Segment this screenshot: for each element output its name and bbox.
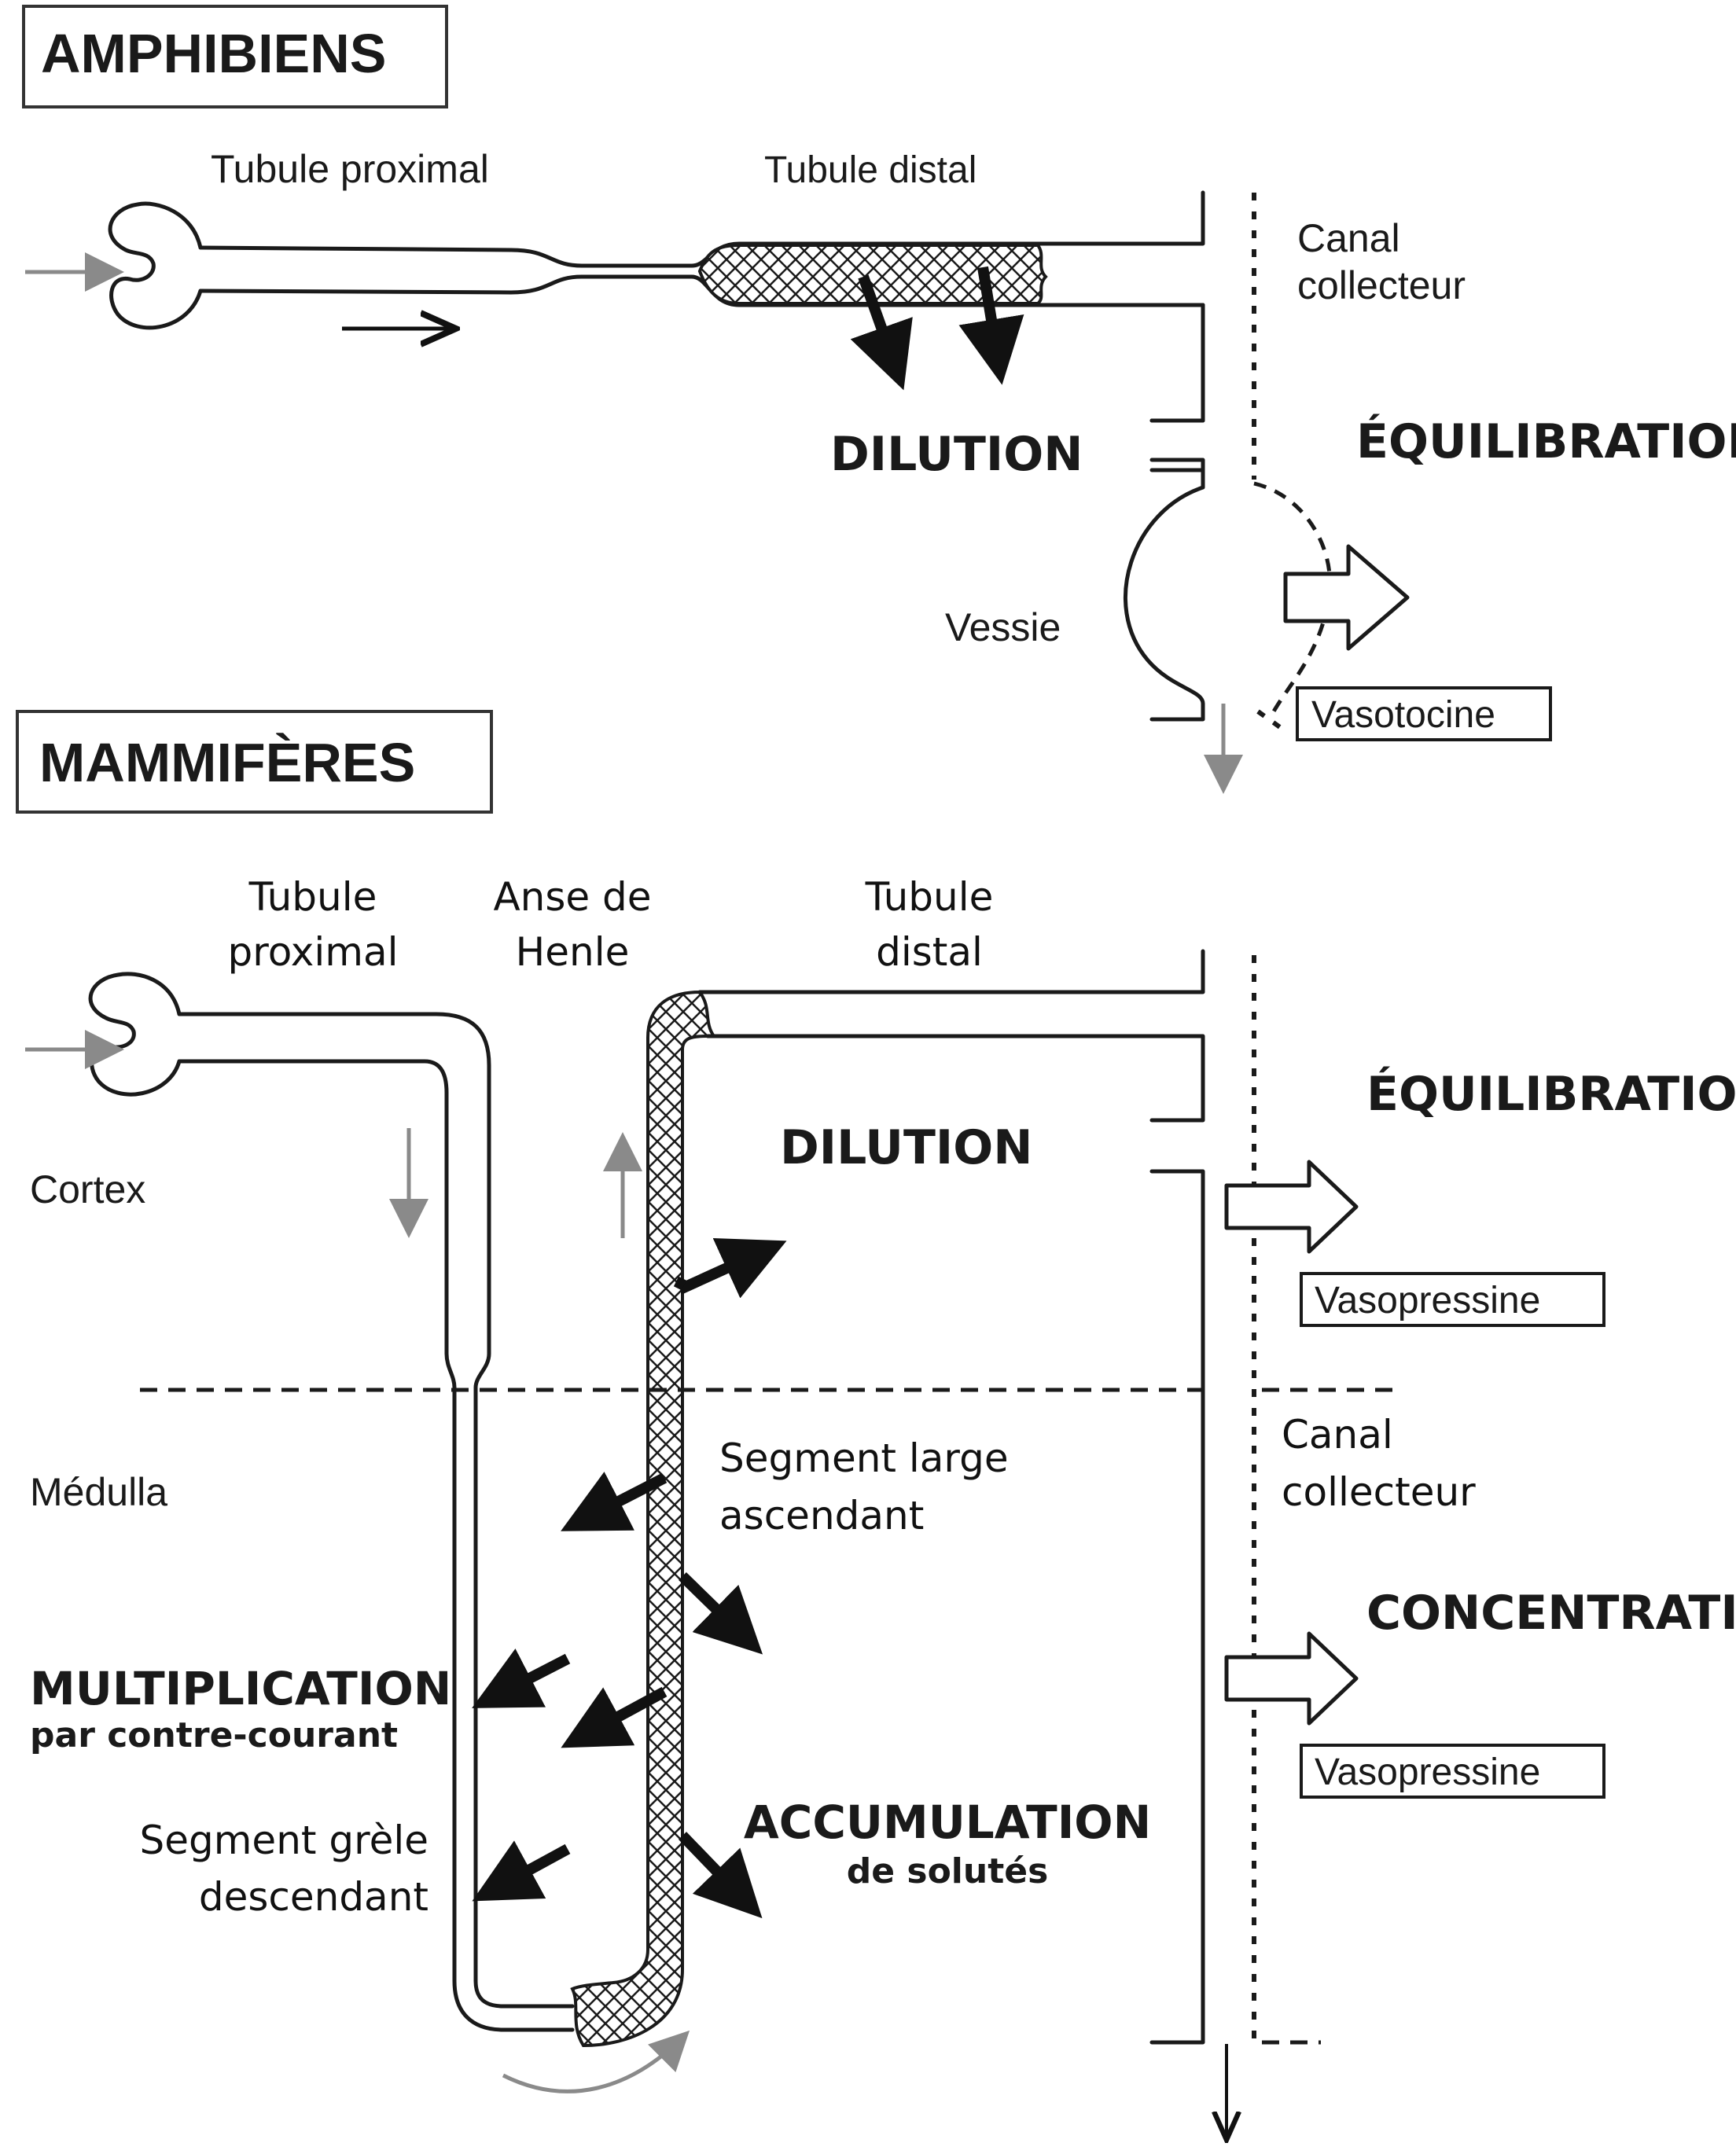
mammiferes-tubule-proximal-label-2: proximal [228, 929, 399, 975]
mammiferes-ascending-thick-limb [570, 990, 717, 2048]
multiplication-sub-label: par contre-courant [30, 1715, 398, 1755]
mammiferes-hormone-top-box [1300, 1272, 1605, 1327]
amphibiens-tubule-bottom-wall [198, 274, 1205, 423]
mammiferes-tubule-distal-label-2: distal [876, 929, 983, 975]
mammiferes-tubule-distal-label-1: Tubule [865, 874, 994, 920]
mammiferes-section: MAMMIFÈRES Tubule proximal Anse de Henle… [16, 710, 1736, 2137]
mammiferes-descending-limb-inner [177, 1059, 575, 2032]
solute-arrow-3 [679, 1571, 763, 1655]
mammiferes-concentration-arrow [1224, 1631, 1359, 1726]
amphibiens-equilibration-label: ÉQUILIBRATION [1356, 413, 1736, 469]
segment-large-label-2: ascendant [719, 1493, 924, 1538]
mammiferes-distal-top-wall [697, 949, 1205, 994]
cortex-label: Cortex [30, 1167, 145, 1211]
mammiferes-dilution-label: DILUTION [780, 1120, 1032, 1175]
amphibiens-dilution-label: DILUTION [830, 427, 1083, 482]
mammiferes-canal-label-1: Canal [1282, 1412, 1393, 1457]
amphibiens-hormone-label: Vasotocine [1311, 694, 1495, 736]
mammiferes-collecting-duct [1149, 1169, 1205, 2045]
mammiferes-equilibration-arrow [1224, 1160, 1359, 1254]
medulla-label: Médulla [30, 1470, 167, 1514]
accumulation-label: ACCUMULATION [744, 1796, 1151, 1849]
mammiferes-anse-label-1: Anse de [493, 874, 651, 920]
mammiferes-distal-bottom-wall [705, 1034, 1205, 1123]
mammiferes-tubule-proximal-label-1: Tubule [248, 874, 377, 920]
solute-arrow-7 [678, 1832, 763, 1919]
amphibiens-section: AMPHIBIENS Tubule proximal Tubule distal… [22, 5, 1736, 794]
mammiferes-equilibration-label: ÉQUILIBRATION [1366, 1065, 1736, 1122]
amphibiens-canal-label-1: Canal [1297, 216, 1400, 260]
mammiferes-title-box [16, 710, 493, 814]
accumulation-sub-label: de solutés [847, 1851, 1049, 1891]
solute-arrow-6 [472, 1840, 571, 1902]
amphibiens-title-box [22, 5, 448, 108]
mammiferes-hormone-bottom-box [1300, 1744, 1605, 1799]
amphibiens-hormone-box [1296, 686, 1552, 741]
mammiferes-hormone-bottom-label: Vasopressine [1315, 1752, 1540, 1793]
amphibiens-bladder [1123, 468, 1205, 722]
mammiferes-title: MAMMIFÈRES [39, 732, 415, 793]
mammiferes-anse-label-2: Henle [516, 929, 630, 975]
solute-arrow-2 [561, 1472, 668, 1531]
amphibiens-hormone-dots [1256, 709, 1287, 733]
amphibiens-vessie-label: Vessie [945, 605, 1061, 649]
amphibiens-dilution-arrow-2 [958, 266, 1024, 385]
solute-arrow-4 [472, 1649, 571, 1708]
amphibiens-equilibration-arrow [1283, 544, 1410, 651]
mammiferes-descending-limb-outer [177, 1012, 575, 2009]
mammiferes-hormone-top-label: Vasopressine [1315, 1280, 1540, 1321]
loop-flow-arrow [502, 2030, 690, 2093]
amphibiens-dilution-arrow-1 [850, 274, 913, 391]
amphibiens-duct-wall-b [1149, 458, 1205, 478]
amphibiens-bladder-dashed [1253, 481, 1332, 713]
solute-arrow-1-tail [673, 1276, 687, 1291]
amphibiens-tubule-distal-label: Tubule distal [764, 149, 977, 191]
mammiferes-canal-label-2: collecteur [1282, 1469, 1476, 1515]
solute-arrow-1 [678, 1237, 787, 1299]
amphibiens-glomerulus [108, 201, 203, 330]
multiplication-label: MULTIPLICATION [30, 1662, 451, 1715]
amphibiens-tubule-top-wall [198, 190, 1205, 268]
amphibiens-title: AMPHIBIENS [41, 23, 386, 84]
segment-grele-label-2: descendant [199, 1874, 428, 1920]
segment-large-label-1: Segment large [719, 1435, 1009, 1481]
mammiferes-glomerulus [88, 972, 182, 1097]
solute-arrow-5 [561, 1686, 668, 1748]
mammiferes-concentration-label: CONCENTRATION [1366, 1586, 1736, 1641]
amphibiens-duct-wall-a [1149, 303, 1205, 423]
segment-grele-label-1: Segment grèle [139, 1818, 428, 1863]
amphibiens-tubule-proximal-label: Tubule proximal [211, 147, 489, 191]
amphibiens-distal-hatch [697, 244, 1048, 305]
amphibiens-canal-label-2: collecteur [1297, 263, 1466, 307]
